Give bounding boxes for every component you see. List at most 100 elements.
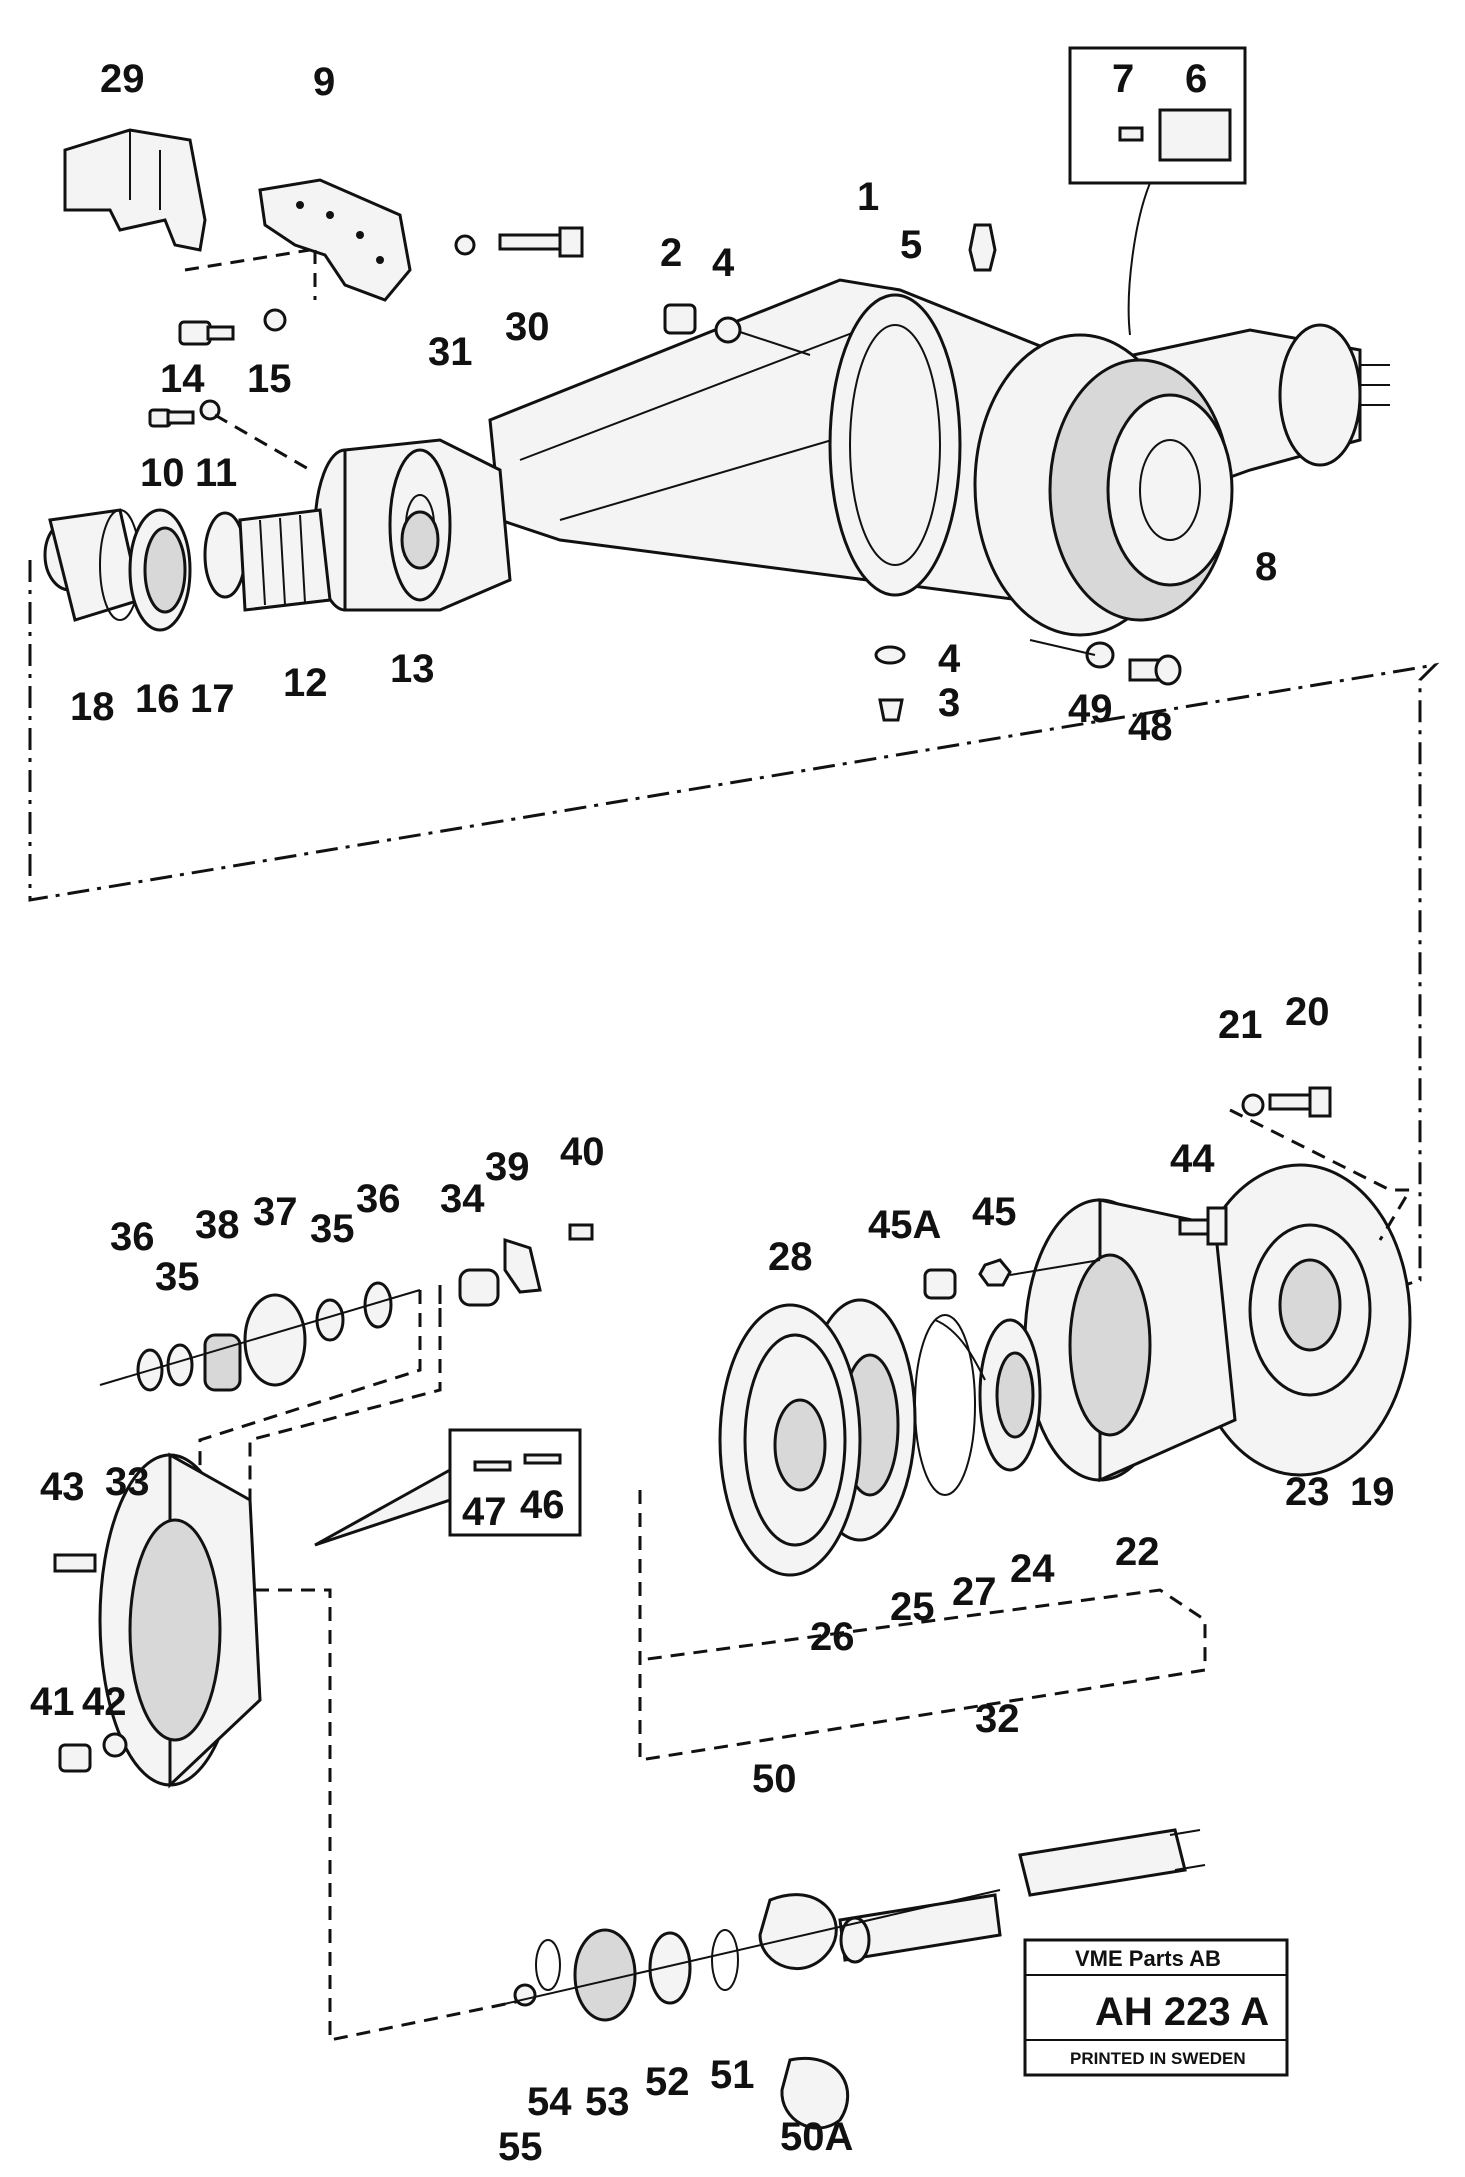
callout-26: 26 (810, 1615, 855, 1659)
callout-53: 53 (585, 2080, 630, 2124)
callout-37: 37 (253, 1190, 298, 1234)
callout-52: 52 (645, 2060, 690, 2104)
callout-35-left: 35 (155, 1255, 200, 1299)
callout-12: 12 (283, 661, 328, 705)
planet-parts-row (99, 1223, 594, 1392)
callout-16: 16 (135, 677, 180, 721)
callout-2: 2 (660, 231, 682, 275)
callout-36-left: 36 (110, 1215, 155, 1259)
screw-7 (1118, 126, 1144, 142)
callout-40: 40 (560, 1130, 605, 1174)
callout-38: 38 (195, 1203, 240, 1247)
washer-31 (454, 234, 476, 256)
screw-41 (58, 1743, 92, 1773)
callout-42: 42 (82, 1680, 127, 1724)
washer-21 (1241, 1093, 1265, 1117)
shaft-end (839, 1916, 871, 1964)
callout-43: 43 (40, 1465, 85, 1509)
callout-28: 28 (768, 1235, 813, 1279)
washer-36-right (363, 1281, 393, 1329)
callout-22: 22 (1115, 1530, 1160, 1574)
callout-48: 48 (1128, 705, 1173, 749)
ring-gear-26 (718, 1303, 862, 1577)
snap-ring-50A (780, 2057, 850, 2130)
bolt-20 (1268, 1086, 1332, 1118)
callout-41: 41 (30, 1680, 75, 1724)
callout-36-right: 36 (356, 1177, 401, 1221)
seal-13 (400, 510, 440, 570)
ring-28 (934, 1319, 986, 1381)
callout-31: 31 (428, 330, 473, 374)
plug-2 (663, 303, 697, 335)
stamp-printed: PRINTED IN SWEDEN (1070, 2049, 1246, 2068)
sun-gear-53 (573, 1928, 637, 2022)
callout-labels: 29 9 7 6 1 5 2 4 31 30 14 15 10 11 8 4 3… (30, 57, 1395, 2169)
callout-19: 19 (1350, 1470, 1395, 1514)
drive-shaft-32 (838, 1828, 1206, 1962)
callout-5: 5 (900, 223, 922, 267)
washer-11 (199, 399, 221, 421)
callout-45A: 45A (868, 1203, 941, 1247)
callout-30: 30 (505, 305, 550, 349)
circlip-51 (711, 1929, 739, 1991)
bolt-14 (178, 320, 235, 346)
callout-50: 50 (752, 1757, 797, 1801)
bracket-29 (63, 128, 207, 252)
shaft-12 (238, 508, 332, 612)
bolt-30 (498, 226, 584, 258)
callout-35-right: 35 (310, 1207, 355, 1251)
leader-6-7 (1127, 182, 1151, 336)
lock-plate-39 (503, 1237, 542, 1294)
stamp-company: VME Parts AB (1075, 1946, 1221, 1971)
circlip-54 (535, 1939, 561, 1991)
callout-25: 25 (890, 1585, 935, 1629)
snap-ring-50 (758, 1893, 838, 1970)
nut-45A (923, 1268, 957, 1300)
screw-43 (53, 1553, 97, 1573)
callout-9: 9 (313, 60, 335, 104)
callout-33: 33 (105, 1460, 150, 1504)
bolt-44 (1178, 1206, 1228, 1246)
callout-10: 10 (140, 451, 185, 495)
washer-4-top (714, 316, 742, 344)
needle-bearing-38 (203, 1333, 242, 1392)
callout-29: 29 (100, 57, 145, 101)
stamp-code: AH 223 A (1095, 1990, 1269, 2034)
washer-4-lower (874, 645, 906, 665)
callout-44: 44 (1170, 1137, 1215, 1181)
callout-45: 45 (972, 1190, 1017, 1234)
nut-45 (978, 1258, 1012, 1287)
plug-55 (513, 1983, 537, 2007)
pin-34 (458, 1268, 500, 1307)
callout-21: 21 (1218, 1003, 1263, 1047)
detail-box-46-47 (448, 1428, 582, 1537)
bearing-24 (978, 1318, 1042, 1472)
callout-13: 13 (390, 647, 435, 691)
callout-11: 11 (195, 451, 237, 495)
thrust-washer-52 (648, 1931, 692, 2005)
planet-gear-37 (243, 1293, 307, 1387)
callout-4-a: 4 (712, 241, 735, 285)
callout-23: 23 (1285, 1470, 1330, 1514)
callout-18: 18 (70, 685, 115, 729)
callout-54: 54 (527, 2080, 572, 2124)
bearing-cup-18 (43, 508, 142, 622)
washer-15 (263, 308, 287, 332)
callout-55: 55 (498, 2125, 543, 2169)
bolt-48 (1128, 654, 1182, 686)
washer-49 (1085, 641, 1115, 669)
callout-17: 17 (190, 677, 235, 721)
bolt-10 (148, 408, 195, 428)
callout-39: 39 (485, 1145, 530, 1189)
callout-34: 34 (440, 1177, 485, 1221)
axle-housing-assembly (313, 278, 1390, 637)
plate-6 (1158, 108, 1232, 162)
planet-carrier-33 (98, 1452, 262, 1789)
callout-7: 7 (1112, 57, 1134, 101)
washer-42 (102, 1732, 128, 1758)
callout-50A: 50A (780, 2115, 853, 2159)
callout-47: 47 (462, 1490, 507, 1534)
callout-27: 27 (952, 1570, 997, 1614)
hub-22 (1023, 1198, 1237, 1483)
